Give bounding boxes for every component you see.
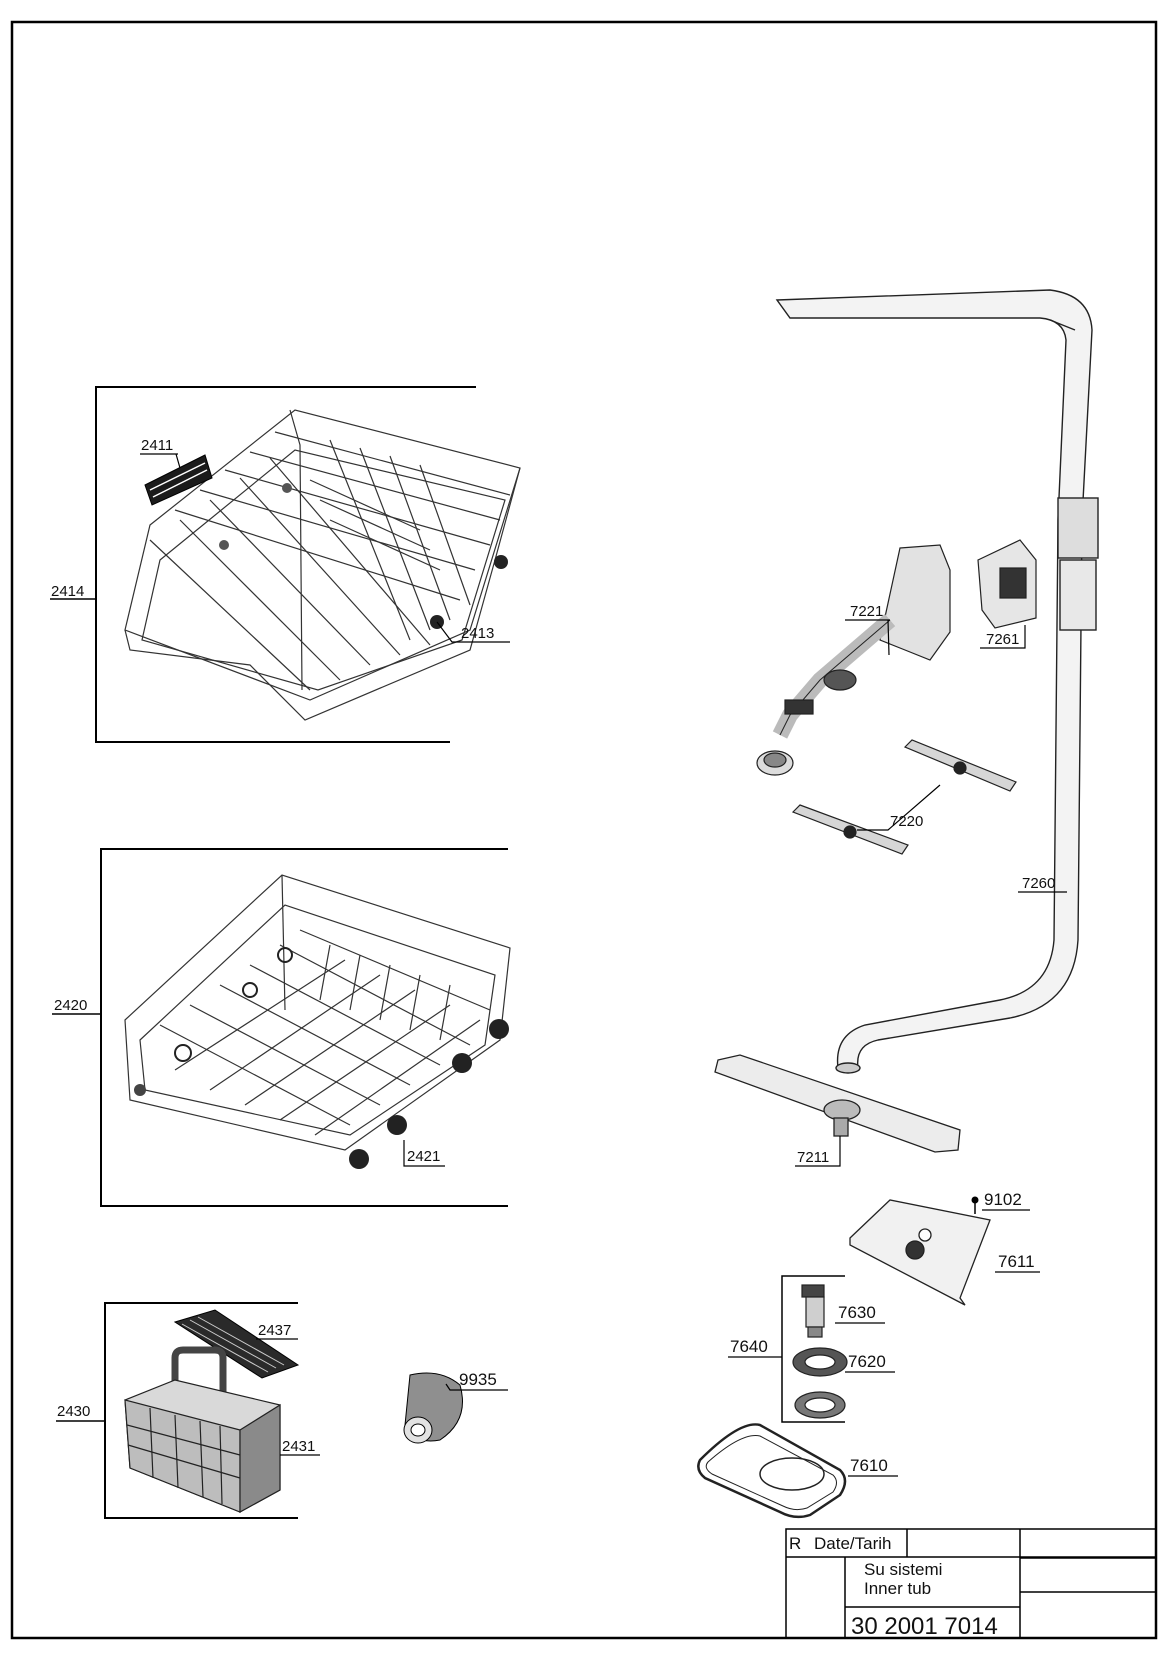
title-drawing-number: 30 2001 7014 xyxy=(851,1613,998,1640)
part-7261-illustration xyxy=(977,539,1037,629)
label-2420: 2420 xyxy=(54,997,87,1014)
label-2414: 2414 xyxy=(51,583,84,600)
label-2421: 2421 xyxy=(407,1148,440,1165)
title-date-label: Date/Tarih xyxy=(814,1534,891,1553)
part-7211-illustration xyxy=(714,1054,961,1153)
part-7611-illustration xyxy=(849,1199,991,1306)
label-9935: 9935 xyxy=(459,1370,497,1389)
title-name-line2: Inner tub xyxy=(864,1579,931,1598)
part-7260-illustration xyxy=(775,289,1099,1074)
part-2411-illustration xyxy=(144,454,213,506)
label-7211: 7211 xyxy=(797,1149,829,1166)
label-2431: 2431 xyxy=(282,1438,315,1455)
upper-basket-illustration xyxy=(124,409,521,721)
title-rev-label: R xyxy=(789,1534,801,1553)
part-7220-illustration xyxy=(791,739,1017,855)
part-7610-illustration xyxy=(697,1423,847,1519)
lower-basket-illustration xyxy=(124,874,511,1151)
part-7221-illustration xyxy=(756,544,951,776)
part-7630-illustration xyxy=(801,1284,825,1338)
label-2413: 2413 xyxy=(461,625,494,642)
part-2437-illustration xyxy=(173,1309,300,1379)
label-2411: 2411 xyxy=(141,437,173,454)
label-7220: 7220 xyxy=(890,813,923,830)
label-7221: 7221 xyxy=(850,603,883,620)
label-7640: 7640 xyxy=(730,1337,768,1356)
lower-basket-group xyxy=(52,848,511,1207)
label-7611: 7611 xyxy=(998,1252,1035,1271)
part-2431-illustration xyxy=(124,1346,281,1514)
part-9102-illustration xyxy=(971,1196,979,1214)
label-7261: 7261 xyxy=(986,631,1019,648)
part-9935-illustration xyxy=(403,1372,508,1444)
label-2437: 2437 xyxy=(258,1322,291,1339)
label-9102: 9102 xyxy=(984,1190,1022,1209)
upper-basket-group xyxy=(50,386,521,743)
cutlery-basket-group xyxy=(56,1302,320,1519)
drawing-frame xyxy=(10,20,1158,1640)
label-2430: 2430 xyxy=(57,1403,90,1420)
part-7620-illustration xyxy=(792,1347,848,1419)
label-7260: 7260 xyxy=(1022,875,1055,892)
title-block xyxy=(785,1528,1157,1639)
title-name-line1: Su sistemi xyxy=(864,1560,942,1579)
label-7610: 7610 xyxy=(850,1456,888,1475)
label-7630: 7630 xyxy=(838,1303,876,1322)
label-7620: 7620 xyxy=(848,1352,886,1371)
